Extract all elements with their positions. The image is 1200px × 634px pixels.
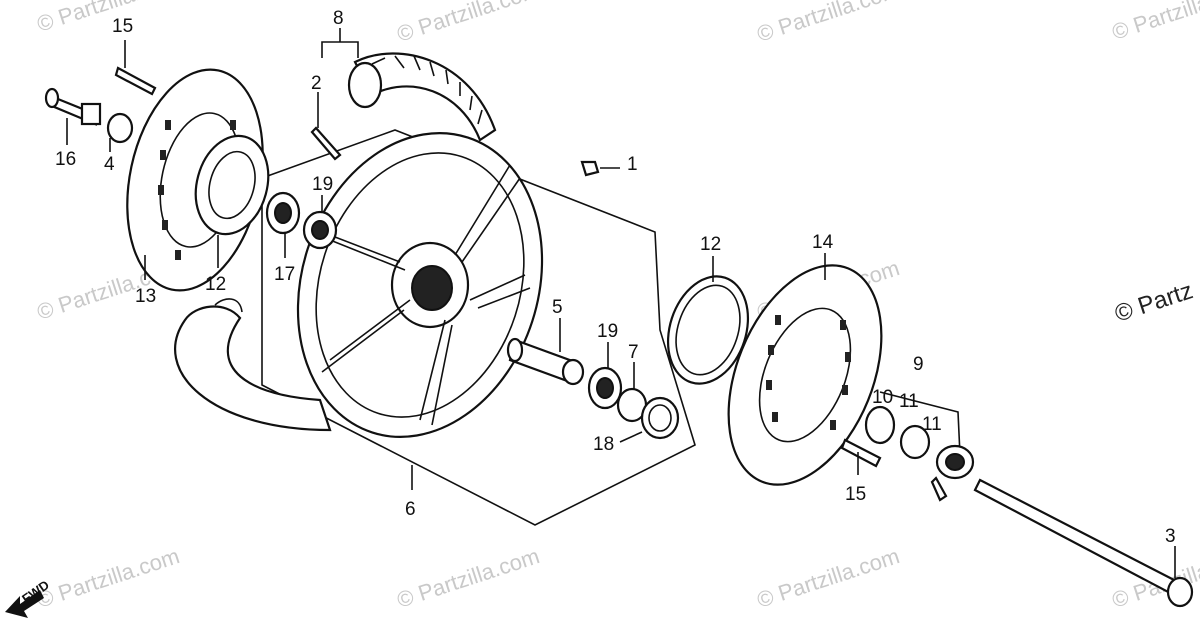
callout-4: 4 bbox=[104, 154, 115, 175]
seal-19-left-center bbox=[311, 220, 329, 240]
callout-12a: 12 bbox=[205, 274, 226, 295]
callout-3: 3 bbox=[1165, 526, 1176, 547]
callout-15a: 15 bbox=[112, 16, 133, 37]
fwd-arrow-icon bbox=[5, 590, 44, 618]
callout-19b: 19 bbox=[597, 321, 618, 342]
callout-9: 9 bbox=[913, 354, 924, 375]
gearbox-9 bbox=[930, 444, 975, 502]
callout-1: 1 bbox=[627, 154, 638, 175]
axle-3 bbox=[973, 478, 1194, 608]
gear-flange-left bbox=[194, 134, 270, 236]
callout-8: 8 bbox=[333, 8, 344, 29]
valve-2 bbox=[310, 126, 342, 161]
bearing-19-right-center bbox=[596, 377, 614, 399]
spacer-5 bbox=[506, 337, 585, 386]
callout-5: 5 bbox=[552, 297, 563, 318]
callouts: 1 2 3 4 5 6 7 8 9 10 11 11 12 12 13 14 1… bbox=[55, 8, 1176, 547]
ring-18 bbox=[640, 396, 680, 440]
gear-10 bbox=[864, 405, 896, 445]
brake-disc-right bbox=[727, 264, 883, 486]
callout-19a: 19 bbox=[312, 174, 333, 195]
watermark: © Partzilla.com bbox=[394, 543, 543, 613]
callout-15b: 15 bbox=[845, 484, 866, 505]
retainer-11 bbox=[899, 424, 931, 460]
watermark: © Partzilla.com bbox=[34, 543, 183, 613]
callout-6: 6 bbox=[405, 499, 416, 520]
ring-18-inner bbox=[648, 404, 672, 432]
bolt-15-right bbox=[840, 438, 882, 468]
callout-12b: 12 bbox=[700, 234, 721, 255]
callout-13: 13 bbox=[135, 286, 156, 307]
callout-11b: 11 bbox=[922, 414, 942, 435]
rim-tape bbox=[174, 298, 332, 432]
callout-18: 18 bbox=[593, 434, 614, 455]
watermark: © Partzilla.com bbox=[34, 0, 183, 37]
tire bbox=[347, 52, 497, 142]
callout-16: 16 bbox=[55, 149, 76, 170]
callout-17: 17 bbox=[274, 264, 295, 285]
callout-2: 2 bbox=[311, 73, 322, 94]
nut-1 bbox=[580, 160, 600, 177]
callout-11a: 11 bbox=[899, 391, 919, 412]
valve-15-top bbox=[114, 66, 157, 96]
watermark-edge: © Partz bbox=[1112, 277, 1197, 328]
callout-7: 7 bbox=[628, 342, 639, 363]
callout-14: 14 bbox=[812, 232, 834, 253]
watermark: © Partzilla.com bbox=[754, 0, 903, 47]
watermark: © Partzilla.com bbox=[754, 543, 903, 613]
wheel bbox=[296, 132, 544, 438]
collar-4 bbox=[106, 112, 134, 144]
watermark: © Partzilla.com bbox=[394, 0, 543, 47]
bolt-16 bbox=[44, 87, 102, 127]
watermark: © Partzilla.com bbox=[1109, 0, 1200, 45]
leader-lines bbox=[66, 28, 1176, 578]
callout-10: 10 bbox=[872, 387, 893, 408]
bearing-17-center bbox=[274, 202, 292, 224]
